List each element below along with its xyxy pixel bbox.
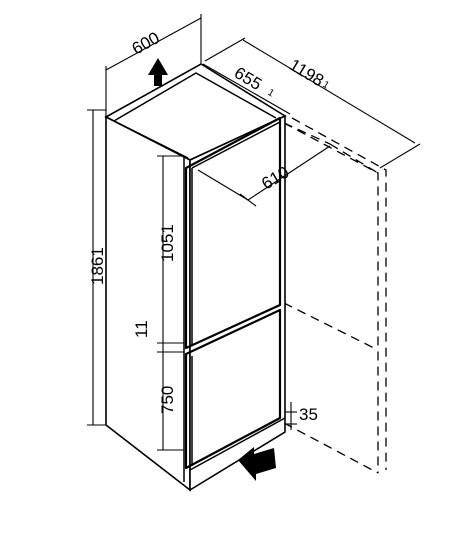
door-gap-dimension: 11 — [132, 320, 184, 353]
upper-door-height-label: 1051 — [158, 224, 177, 262]
top-arrow-icon — [148, 58, 168, 86]
total-depth-label: 1198 — [286, 55, 327, 90]
cabinet-depth-note: 1 — [265, 87, 276, 100]
plinth-height-dimension: 35 — [285, 402, 318, 430]
installation-niche — [283, 117, 387, 474]
total-height-dimension: 1861 — [87, 109, 107, 426]
fridge-body — [104, 63, 287, 492]
door-gap-label: 11 — [132, 320, 151, 338]
total-height-label: 1861 — [88, 247, 107, 285]
upper-door-height-dimension: 1051 — [157, 155, 184, 344]
front-arrow-icon — [238, 447, 276, 481]
lower-door-height-dimension: 750 — [157, 352, 184, 451]
total-depth-note: 1 — [320, 79, 331, 92]
plinth-height-label: 35 — [299, 405, 318, 424]
width-label: 600 — [129, 28, 163, 58]
upper-door — [184, 116, 282, 350]
lower-door — [184, 308, 282, 470]
lower-door-height-label: 750 — [158, 386, 177, 414]
